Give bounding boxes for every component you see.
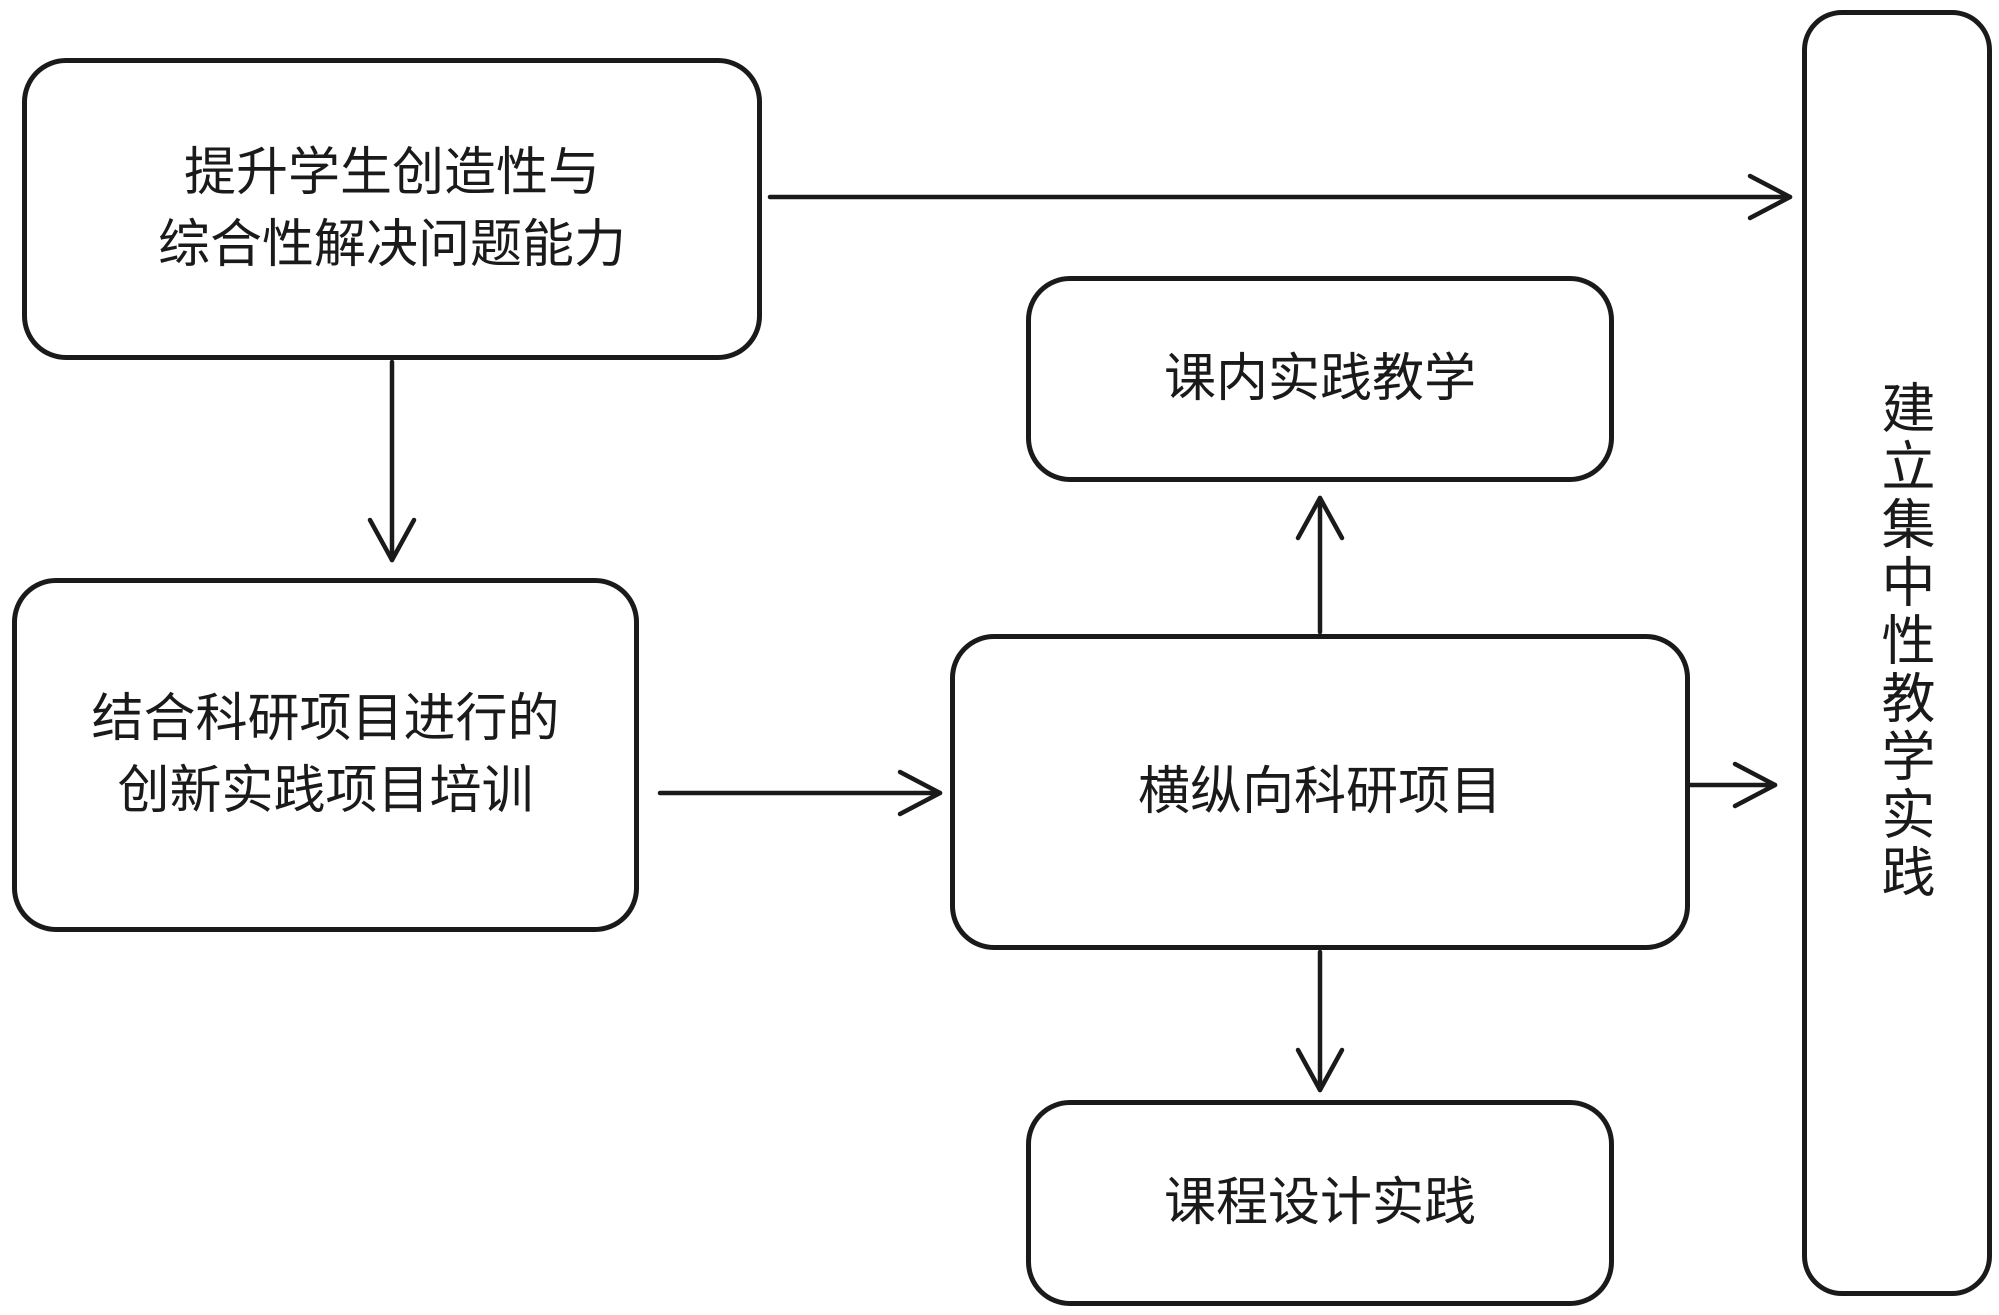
arrow-research-to-in-class — [1295, 495, 1345, 635]
course-design-node-label: 课程设计实践 — [1163, 1173, 1476, 1233]
in-class-node: 课内实践教学 — [1026, 276, 1614, 482]
outcome-node — [1802, 10, 1992, 1296]
goal-node: 提升学生创造性与 综合性解决问题能力 — [22, 58, 762, 360]
arrow-research-to-course-design — [1295, 949, 1345, 1093]
outcome-node-label: 建立集中性教学实践 — [1872, 380, 1935, 902]
research-node-label: 横纵向科研项目 — [1137, 762, 1502, 822]
research-node: 横纵向科研项目 — [950, 634, 1690, 950]
training-node-line-2: 创新实践项目培训 — [117, 761, 534, 821]
arrow-training-to-research — [657, 769, 943, 817]
arrow-goal-to-outcome — [767, 173, 1793, 221]
goal-node-line-2: 综合性解决问题能力 — [157, 215, 626, 275]
course-design-node: 课程设计实践 — [1026, 1100, 1614, 1306]
arrow-goal-to-training — [367, 359, 417, 563]
goal-node-line-1: 提升学生创造性与 — [183, 143, 600, 203]
arrow-research-to-outcome — [1685, 761, 1778, 809]
training-node: 结合科研项目进行的 创新实践项目培训 — [12, 578, 639, 932]
in-class-node-label: 课内实践教学 — [1163, 349, 1476, 409]
training-node-line-1: 结合科研项目进行的 — [91, 689, 560, 749]
